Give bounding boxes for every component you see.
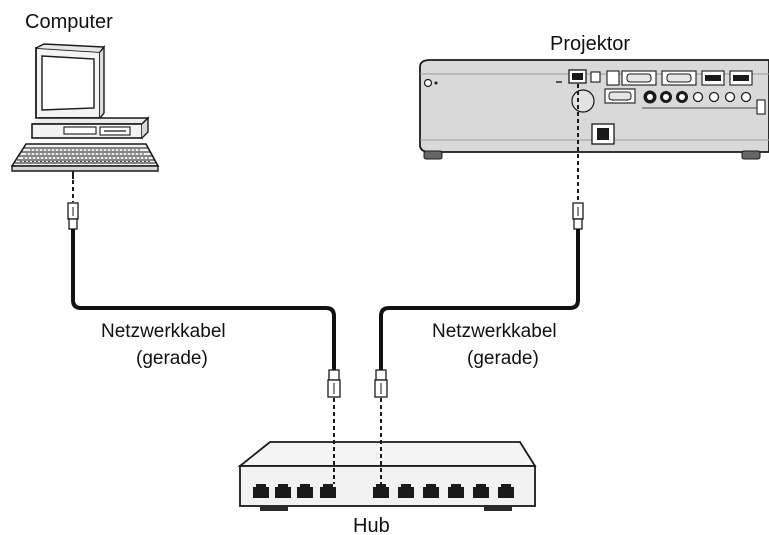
left-network-cable [67,180,341,484]
computer-icon [10,43,160,179]
projector-icon [419,59,769,160]
right-cable-label-line2: (gerade) [467,348,539,369]
right-cable-bottom-plug [374,369,388,398]
right-cable-top-plug [572,202,584,230]
hub-label: Hub [353,515,390,535]
left-cable-label-line2: (gerade) [136,348,208,369]
computer-label: Computer [25,11,113,33]
right-network-cable [374,84,584,484]
hub-icon [237,441,537,511]
left-cable-label-line1: Netzwerkkabel [101,321,226,342]
right-cable-label-line1: Netzwerkkabel [432,321,557,342]
projector-label: Projektor [550,33,630,55]
left-cable-bottom-plug [327,369,341,398]
hub-ports [253,484,514,498]
left-cable-top-plug [67,202,79,230]
